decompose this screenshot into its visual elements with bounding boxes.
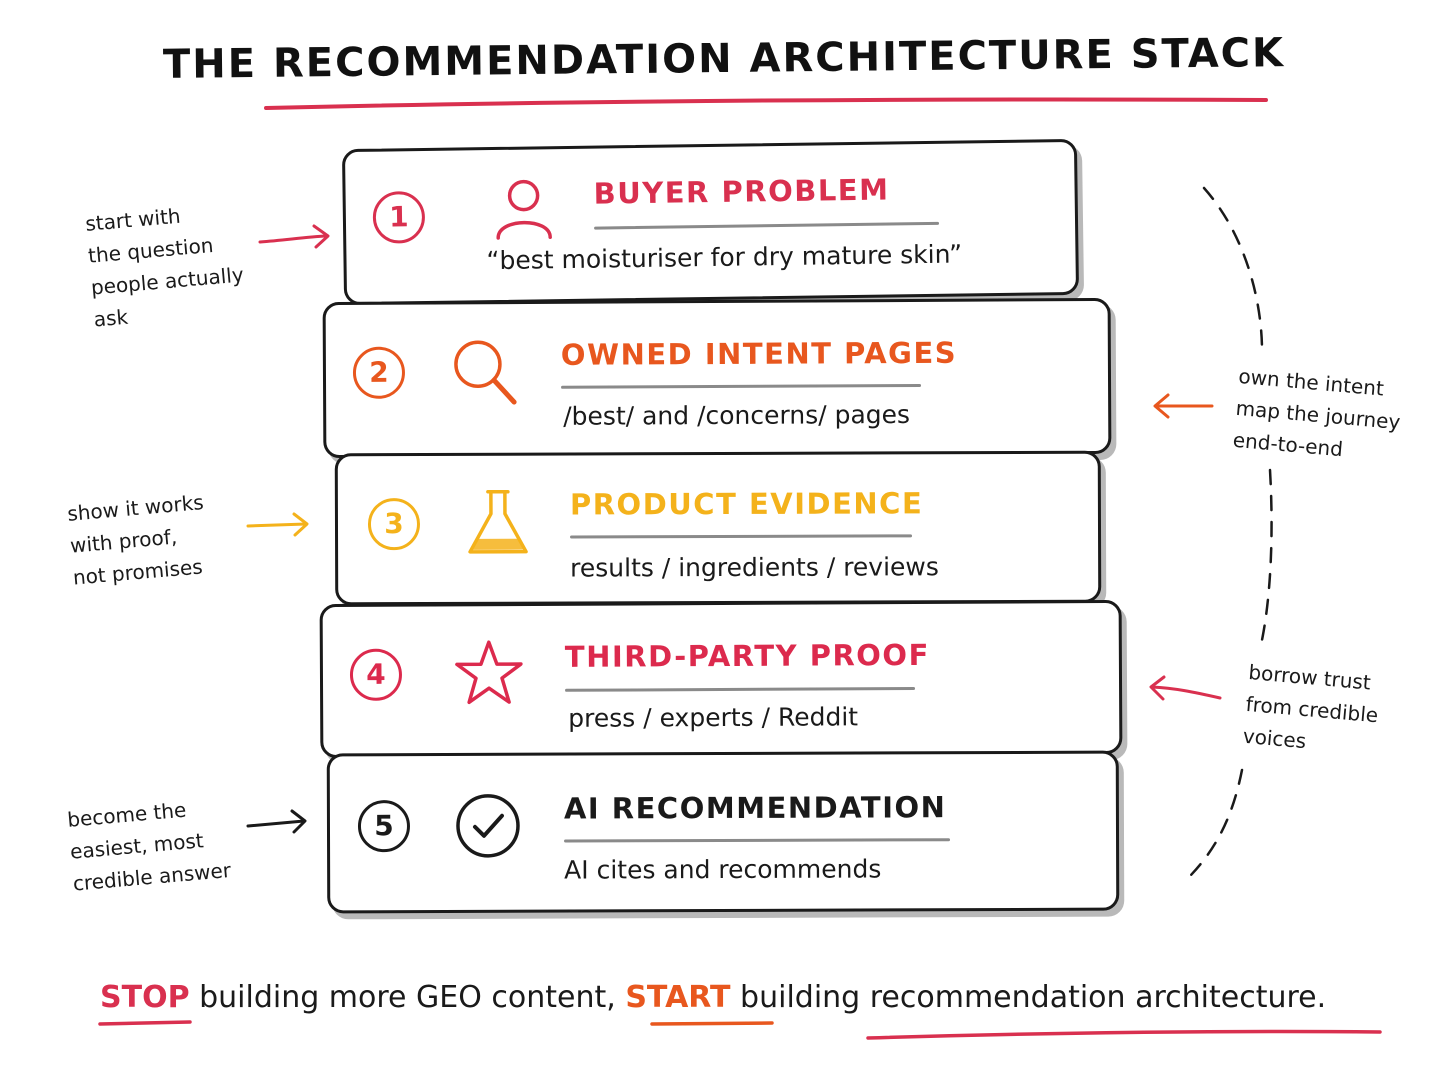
- footer-start: START: [625, 980, 731, 1015]
- note-start-with-question: start with the question people actually …: [84, 203, 245, 332]
- card-title-1: BUYER PROBLEM: [593, 172, 890, 211]
- stack-card-1: 1 BUYER PROBLEM “best moisturiser for dr…: [341, 138, 1080, 306]
- step-number-5: 5: [357, 800, 411, 853]
- footer-stop: STOP: [100, 980, 190, 1015]
- step-number-2: 2: [352, 346, 406, 399]
- checkmark-icon: [456, 794, 520, 858]
- card-rule-2: [561, 383, 922, 389]
- magnifier-icon: [454, 340, 517, 405]
- stack-card-5: 5 AI RECOMMENDATION AI cites and recomme…: [326, 750, 1120, 914]
- card-subtitle-4: press / experts / Reddit: [568, 702, 859, 733]
- card-rule-3: [570, 534, 913, 539]
- arrow-to-card-1: [258, 224, 330, 249]
- person-icon: [496, 179, 552, 240]
- step-number-4: 4: [349, 648, 403, 701]
- arrow-to-card-4: [1149, 675, 1222, 701]
- card-title-5: AI RECOMMENDATION: [563, 790, 947, 826]
- journey-dashed-curve: [1188, 186, 1273, 878]
- arrow-to-card-3: [246, 512, 309, 537]
- card-rule-5: [564, 838, 951, 843]
- card-title-4: THIRD-PARTY PROOF: [564, 637, 930, 674]
- step-number-3: 3: [367, 498, 421, 551]
- page-title: THE RECOMMENDATION ARCHITECTURE STACK: [162, 30, 1286, 88]
- title-underline: [264, 97, 1268, 110]
- arrow-to-card-5: [246, 809, 307, 834]
- card-title-3: PRODUCT EVIDENCE: [569, 486, 924, 522]
- step-number-1: 1: [372, 190, 426, 244]
- stack-card-4: 4 THIRD-PARTY PROOF press / experts / Re…: [319, 599, 1123, 759]
- note-become-easiest: become the easiest, most credible answer: [66, 797, 232, 896]
- flask-icon: [468, 489, 528, 554]
- footer-part-2: building recommendation architecture.: [730, 980, 1327, 1015]
- note-show-it-works: show it works with proof, not promises: [66, 490, 205, 590]
- footer-part-1: building more GEO content,: [189, 980, 626, 1015]
- stack-card-3: 3 PRODUCT EVIDENCE results / ingredients…: [334, 450, 1102, 606]
- card-rule-4: [565, 686, 916, 692]
- card-rule-1: [594, 221, 940, 230]
- card-title-2: OWNED INTENT PAGES: [560, 335, 958, 372]
- card-subtitle-3: results / ingredients / reviews: [570, 552, 939, 583]
- arrow-to-card-2: [1153, 393, 1214, 419]
- stack-card-2: 2 OWNED INTENT PAGES /best/ and /concern…: [322, 297, 1112, 459]
- card-subtitle-1: “best moisturiser for dry mature skin”: [486, 239, 963, 276]
- star-icon: [455, 640, 523, 705]
- card-subtitle-5: AI cites and recommends: [564, 854, 882, 885]
- card-subtitle-2: /best/ and /concerns/ pages: [563, 399, 911, 431]
- footer-tagline: STOP building more GEO content, START bu…: [100, 980, 1326, 1015]
